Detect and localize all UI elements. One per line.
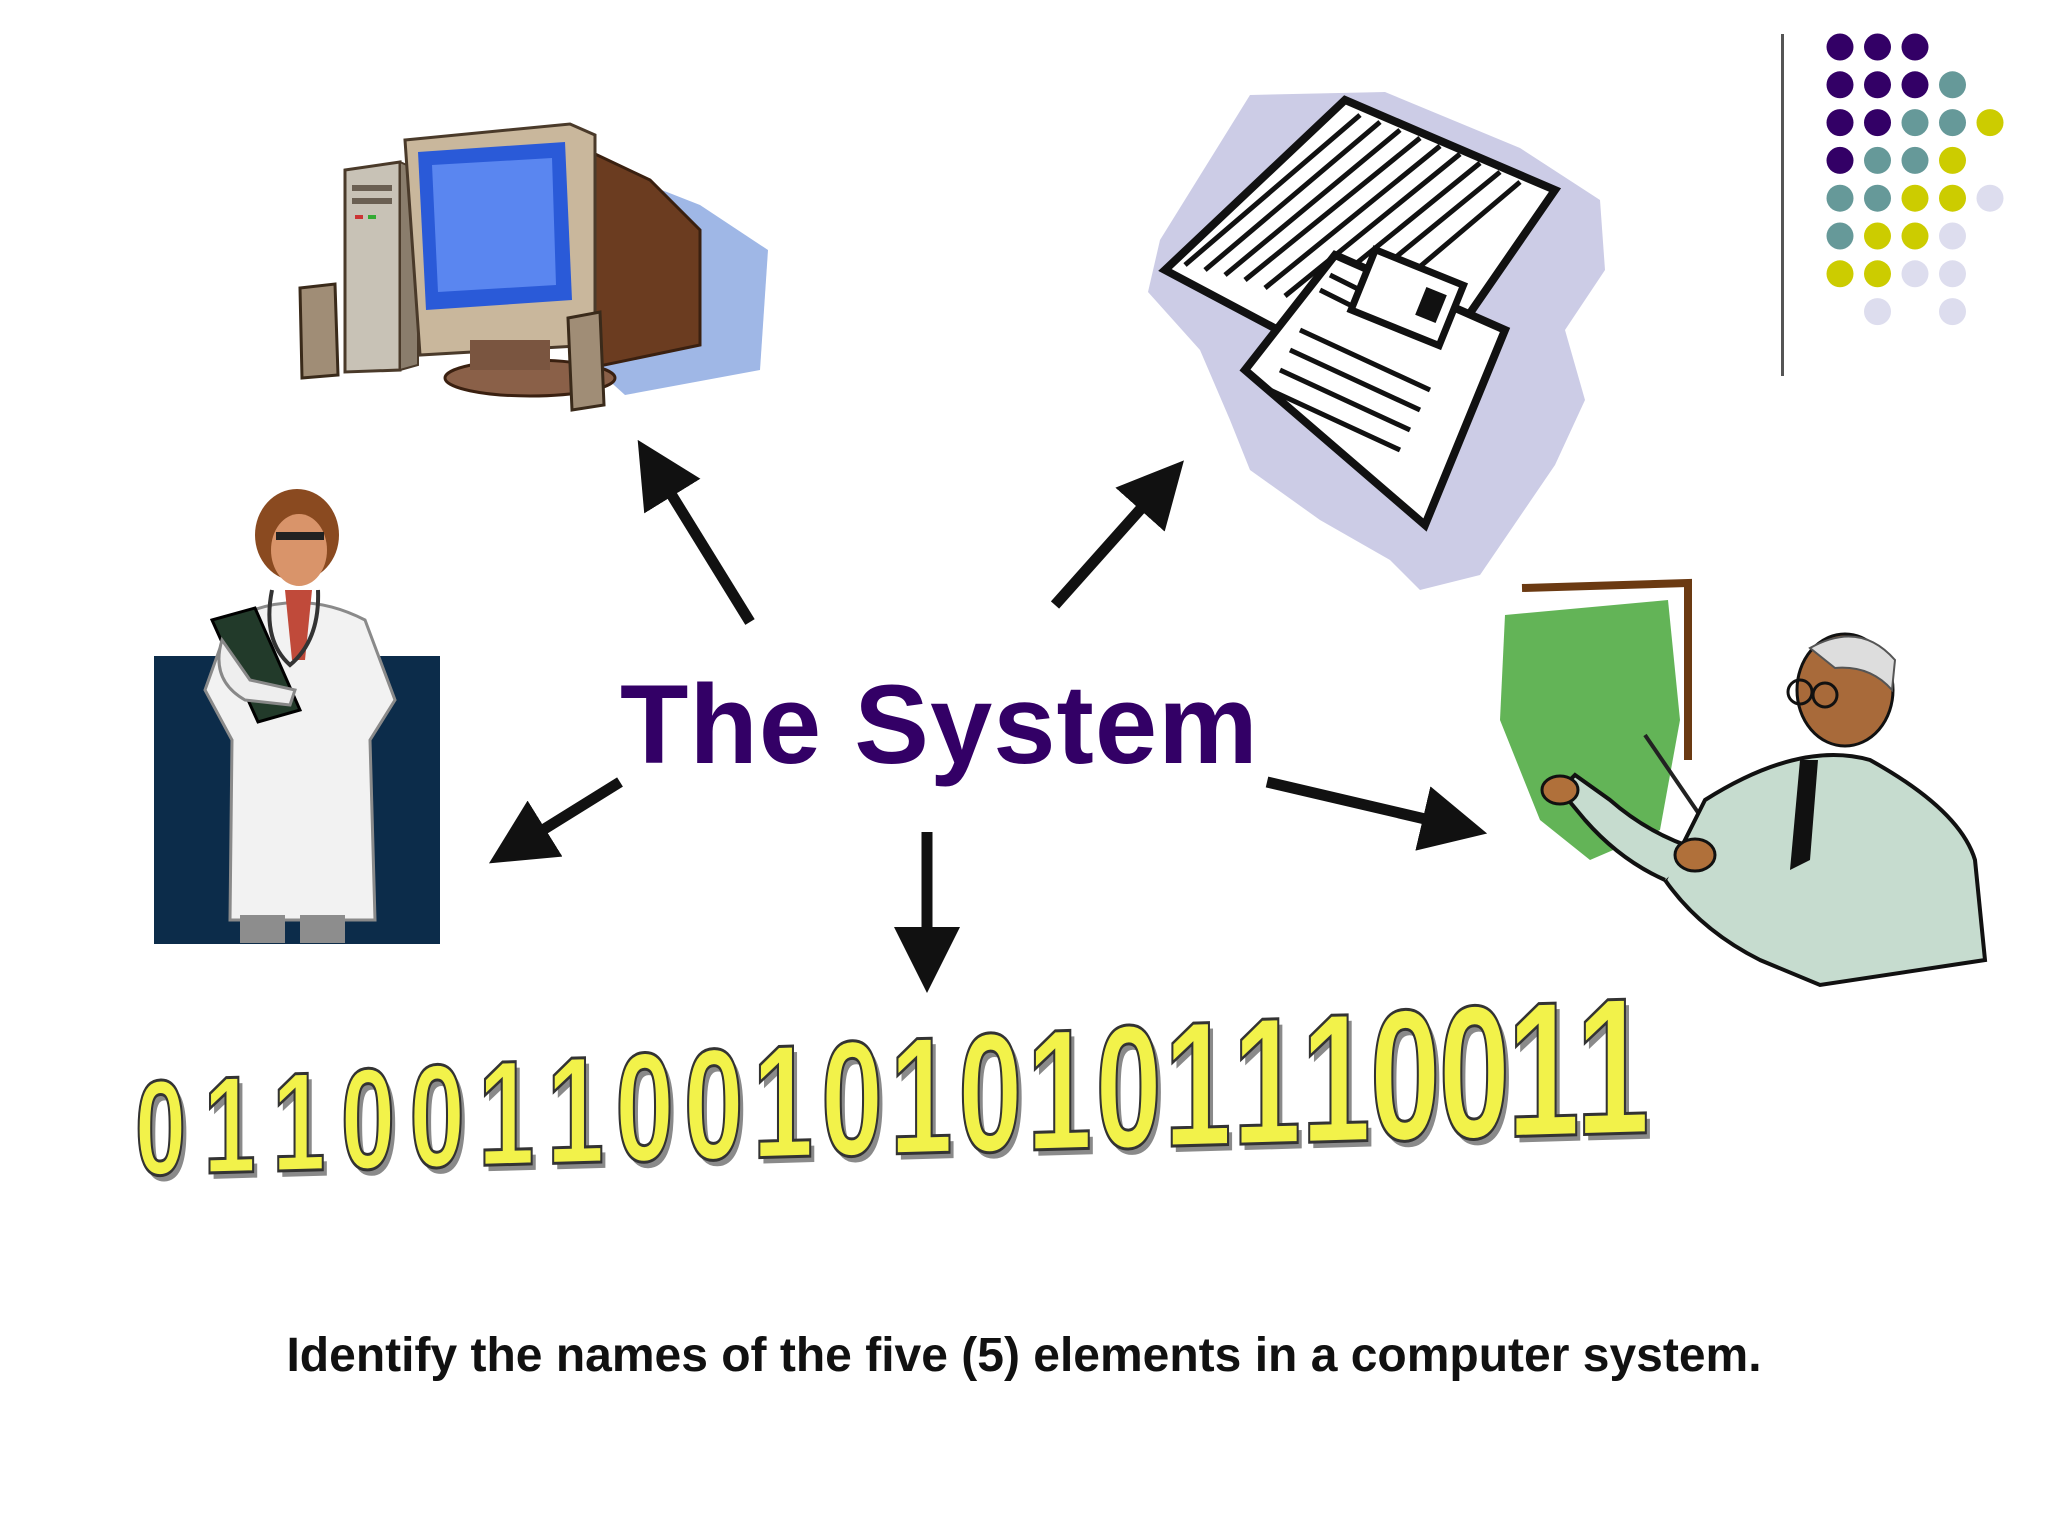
decorative-dot (1826, 222, 1854, 250)
decorative-dot (1939, 184, 1966, 212)
binary-digit-shadow: 0 (962, 1003, 1026, 1194)
decorative-dot (1901, 109, 1929, 137)
decorative-dot (1864, 109, 1891, 137)
binary-digit-shadow: 1 (551, 1030, 609, 1202)
binary-digit-shadow: 1 (208, 1052, 260, 1208)
decorative-dot (1826, 260, 1854, 288)
binary-digit: 0 (341, 1039, 395, 1201)
slide-title: The System (620, 662, 1259, 787)
binary-digit-shadow: 0 (619, 1027, 678, 1202)
binary-digit-shadow: 0 (1100, 994, 1166, 1191)
binary-digit-shadow: 0 (139, 1058, 190, 1210)
binary-digit: 0 (409, 1034, 464, 1199)
binary-digit-shadow: 1 (1237, 985, 1305, 1189)
binary-digit-shadow: 1 (482, 1035, 538, 1204)
binary-digit: 1 (1301, 976, 1370, 1183)
binary-digit: 1 (752, 1012, 813, 1193)
binary-digit-shadow: 1 (1511, 966, 1584, 1183)
decorative-dot (1901, 184, 1929, 212)
binary-digit-shadow: 1 (894, 1008, 957, 1196)
binary-digit-shadow: 1 (757, 1018, 818, 1199)
decorative-dot (1864, 298, 1891, 326)
binary-digit: 0 (684, 1015, 744, 1193)
decorative-dot (1939, 222, 1966, 250)
binary-digit-shadow: 0 (414, 1040, 469, 1205)
decorative-dot (1826, 146, 1854, 174)
arrow-to-storage (1050, 460, 1184, 609)
binary-digit: 0 (615, 1021, 674, 1196)
binary-digit: 0 (821, 1006, 883, 1191)
binary-digit: 1 (1507, 960, 1580, 1177)
binary-digit-shadow: 1 (1580, 963, 1654, 1183)
arrow-to-procedure (1265, 776, 1488, 851)
decorative-dot (1901, 71, 1929, 99)
decorative-dot (1939, 298, 1966, 326)
decorative-dot (1864, 71, 1891, 99)
decorative-dot (1976, 184, 2004, 212)
decorative-divider (1781, 34, 1784, 376)
binary-digit-shadow: 0 (1443, 972, 1515, 1186)
decorative-dot (1864, 146, 1891, 174)
arrow-to-user (488, 777, 623, 864)
binary-digit-shadow: 0 (825, 1011, 887, 1196)
binary-digit: 1 (272, 1043, 325, 1201)
decorative-dot (1939, 71, 1966, 99)
binary-digit-shadow: 0 (345, 1045, 399, 1207)
decorative-dot (1901, 260, 1929, 288)
binary-digit: 1 (1233, 979, 1301, 1183)
slide-caption: Identify the names of the five (5) eleme… (286, 1329, 1762, 1382)
binary-digit: 1 (547, 1024, 605, 1196)
binary-digit: 0 (1439, 966, 1511, 1180)
binary-digit-shadow: 0 (1374, 976, 1445, 1186)
decorative-dot (1901, 146, 1929, 174)
binary-digit: 1 (204, 1047, 256, 1203)
decorative-dot (1864, 33, 1891, 61)
decorative-dot (1939, 260, 1966, 288)
binary-digit: 1 (1027, 994, 1092, 1188)
binary-digit: 0 (135, 1052, 186, 1204)
binary-digit: 0 (958, 997, 1022, 1188)
binary-digit: 0 (1096, 988, 1162, 1185)
decorative-dot (1826, 109, 1854, 137)
binary-digit-shadow: 1 (1031, 1000, 1096, 1194)
binary-digit-shadow: 0 (688, 1021, 748, 1199)
decorative-dot (1826, 71, 1854, 99)
binary-digit: 1 (1164, 984, 1231, 1185)
binary-digit-shadow: 1 (276, 1049, 329, 1207)
decorative-dot (1864, 222, 1891, 250)
decorative-dot (1939, 146, 1966, 174)
decorative-dot (1939, 109, 1966, 137)
decorative-dot (1901, 33, 1929, 61)
arrow-to-computer (637, 439, 755, 625)
binary-digit: 1 (478, 1029, 534, 1198)
binary-digit-shadow: 1 (1168, 990, 1235, 1191)
binary-digit-shadow: 1 (1305, 981, 1374, 1188)
binary-digit: 0 (1370, 970, 1441, 1180)
decorative-dot (1901, 222, 1929, 250)
binary-digit: 1 (890, 1002, 953, 1190)
decorative-dot (1826, 33, 1854, 61)
decorative-dot (1826, 184, 1854, 212)
decorative-dot (1864, 260, 1891, 288)
binary-digit: 1 (1576, 957, 1650, 1177)
decorative-dot (1864, 184, 1891, 212)
decorative-dot (1976, 109, 2004, 137)
